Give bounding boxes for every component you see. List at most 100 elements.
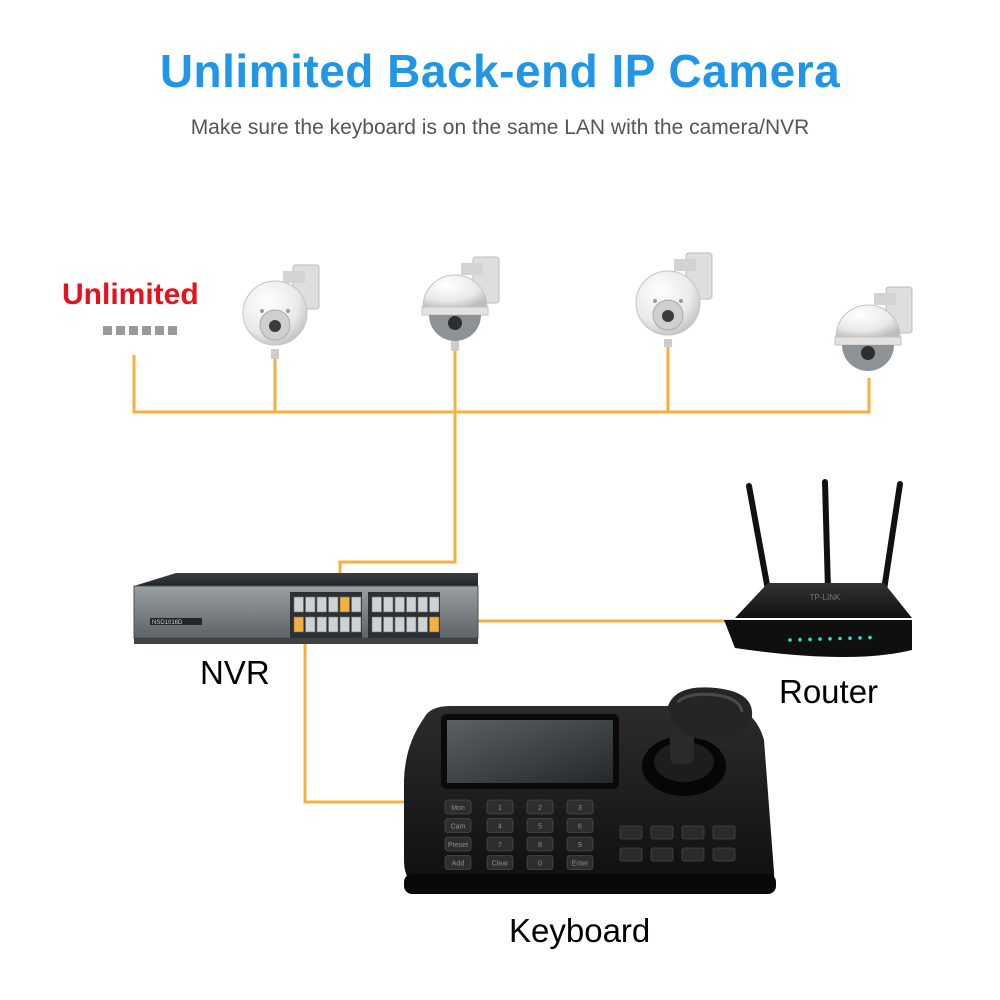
camera-bus-cable xyxy=(132,355,871,414)
ethernet-port xyxy=(429,596,440,613)
keyboard-label: Keyboard xyxy=(509,912,651,949)
dot xyxy=(116,326,125,335)
keyboard-key-label: 1 xyxy=(498,805,502,812)
keyboard-key-label: Add xyxy=(452,861,465,868)
nvr-model-text: NSD1016D xyxy=(152,620,183,626)
function-key xyxy=(712,847,736,862)
function-key xyxy=(681,825,705,840)
status-led xyxy=(848,636,852,640)
status-led xyxy=(838,636,842,641)
dot xyxy=(103,326,112,335)
function-key xyxy=(650,825,674,840)
ethernet-port xyxy=(383,596,394,613)
keyboard-key-label: 9 xyxy=(578,842,582,849)
router-antennas xyxy=(746,479,903,593)
ethernet-port xyxy=(417,616,428,633)
page-subtitle: Make sure the keyboard is on the same LA… xyxy=(190,116,810,139)
keyboard-function-keys xyxy=(619,825,736,862)
ethernet-port xyxy=(406,596,417,613)
ethernet-port xyxy=(394,616,405,633)
nvr-device: NSD1016D xyxy=(133,573,479,644)
ethernet-port xyxy=(406,616,417,633)
status-led xyxy=(788,638,792,642)
ethernet-port xyxy=(305,616,316,633)
router-device: TP-LINK xyxy=(724,479,912,658)
dot xyxy=(129,326,138,335)
router-label: Router xyxy=(779,673,879,710)
keyboard-key-7 xyxy=(486,836,514,852)
ethernet-port xyxy=(316,596,327,613)
keyboard-key-5 xyxy=(526,818,554,833)
router-brand-text: TP-LINK xyxy=(810,593,841,602)
ethernet-port xyxy=(328,616,339,633)
keyboard-key-1 xyxy=(486,799,514,815)
ip-camera-1 xyxy=(242,264,320,359)
ethernet-port xyxy=(417,596,428,613)
status-led xyxy=(798,637,802,642)
dot xyxy=(155,326,164,335)
status-led xyxy=(858,636,862,640)
ethernet-port xyxy=(293,596,304,613)
keyboard-key-preset xyxy=(444,836,472,852)
keyboard-key-add xyxy=(444,855,472,870)
more-cameras-dots xyxy=(103,326,177,335)
ethernet-port xyxy=(293,616,304,633)
keyboard-cable xyxy=(303,626,406,804)
ethernet-port xyxy=(305,596,316,613)
ip-camera-4 xyxy=(834,286,913,371)
status-led xyxy=(868,635,872,640)
ethernet-port xyxy=(339,596,350,613)
ethernet-port xyxy=(371,616,382,633)
keyboard-key-label: Preset xyxy=(448,842,468,849)
keyboard-key-label: Cam xyxy=(451,824,466,831)
ethernet-port xyxy=(351,616,362,633)
dot xyxy=(168,326,177,335)
keyboard-key-label: 2 xyxy=(538,805,542,812)
keyboard-key-label: 4 xyxy=(498,824,502,831)
page-title: Unlimited Back-end IP Camera xyxy=(159,45,841,97)
ethernet-port xyxy=(339,616,350,633)
keyboard-key-label: 6 xyxy=(578,824,582,831)
keyboard-key-label: Mon xyxy=(451,805,465,812)
keyboard-key-label: Enter xyxy=(572,861,589,868)
keyboard-key-label: 3 xyxy=(578,805,582,812)
keyboard-key-9 xyxy=(566,836,594,852)
nvr-port-grid xyxy=(290,592,440,638)
keyboard-key-label: 5 xyxy=(538,824,542,831)
keyboard-key-0 xyxy=(526,855,554,870)
keyboard-key-label: 0 xyxy=(538,861,542,868)
keyboard-key-mon xyxy=(444,799,472,815)
status-led xyxy=(818,637,822,641)
function-key xyxy=(712,825,736,840)
unlimited-label: Unlimited xyxy=(62,278,199,311)
ethernet-port xyxy=(351,596,362,613)
function-key xyxy=(619,847,643,862)
function-key xyxy=(650,847,674,862)
function-key xyxy=(619,825,643,840)
keyboard-key-label: 8 xyxy=(538,842,542,849)
ethernet-port xyxy=(383,616,394,633)
ethernet-port xyxy=(316,616,327,633)
keyboard-key-2 xyxy=(526,799,554,815)
keyboard-key-label: Clear xyxy=(492,861,509,868)
router-leds xyxy=(788,635,872,642)
ip-camera-2 xyxy=(421,256,500,351)
ethernet-port xyxy=(429,616,440,633)
keyboard-key-clear xyxy=(486,855,514,870)
keyboard-key-6 xyxy=(566,818,594,833)
keyboard-key-label: 7 xyxy=(498,842,502,849)
keyboard-key-cam xyxy=(444,818,472,833)
keyboard-key-3 xyxy=(566,799,594,815)
keyboard-key-8 xyxy=(526,836,554,852)
status-led xyxy=(808,637,812,642)
nvr-label: NVR xyxy=(200,654,270,691)
function-key xyxy=(681,847,705,862)
keyboard-key-enter xyxy=(566,855,594,870)
ethernet-port xyxy=(328,596,339,613)
keyboard-key-4 xyxy=(486,818,514,833)
status-led xyxy=(828,637,832,641)
